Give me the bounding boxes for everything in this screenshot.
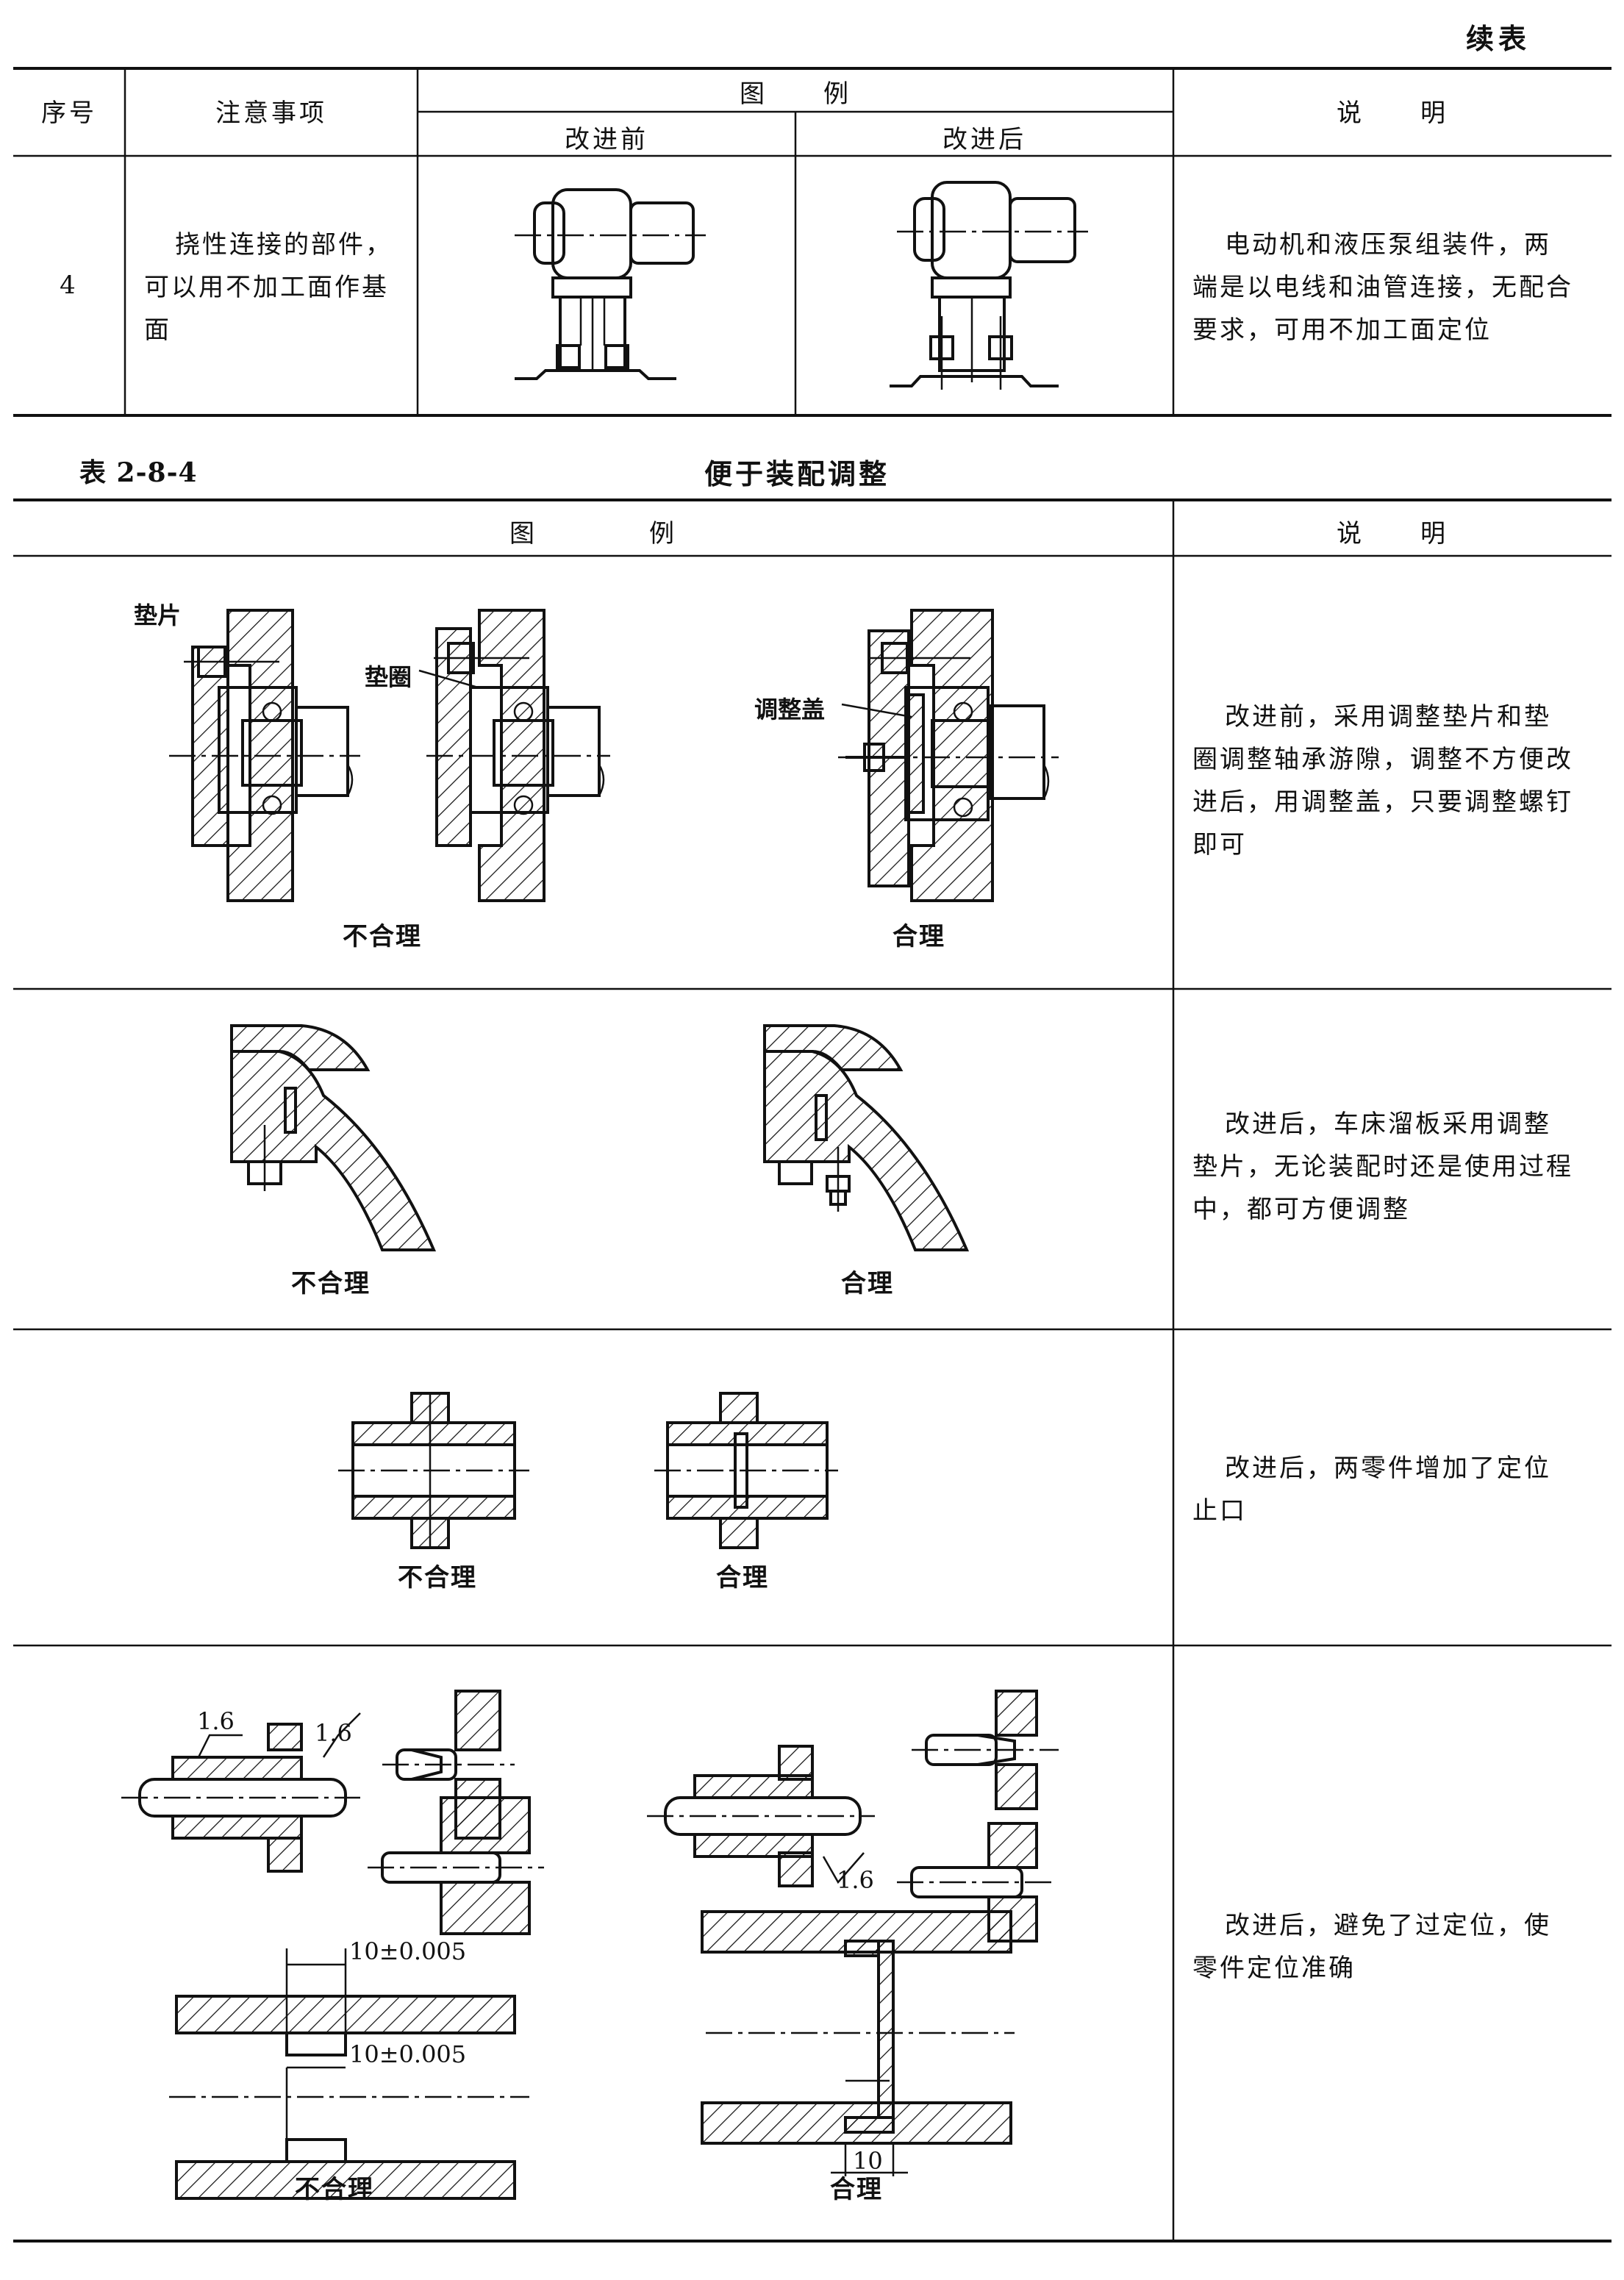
row2-good-caption: 合理 [841,1269,894,1298]
table1-header-after: 改进后 [942,125,1026,154]
row3-bad-caption: 不合理 [398,1563,477,1593]
bearing-shim-before-figure [169,609,360,902]
label-adjust-cover: 调整盖 [754,696,826,723]
table1-header-figure: 图 例 [740,79,851,109]
row4-good-caption: 合理 [830,2175,883,2204]
bearing-washer-before-figure [418,609,610,902]
coupling-before-figure [338,1392,529,1549]
sleeve-after-figure: 10 [701,1910,1015,2176]
row3-good-caption: 合理 [716,1563,769,1593]
motor-pump-before-figure [515,188,706,380]
table2-header-explain: 说 明 [1337,519,1448,548]
table2-grid [13,498,1612,2243]
shaft-hub-before-figure: 1.6 1.6 [121,1707,361,1873]
lathe-carriage-after-figure [763,1024,970,1251]
roughness-label-2: 1.6 [315,1719,352,1747]
row1-bad-caption: 不合理 [343,922,422,951]
bearing-cover-after-figure [838,609,1059,902]
lathe-carriage-before-figure [230,1024,437,1251]
coupling-after-figure [654,1392,838,1549]
tolerance-label-2: 10±0.005 [349,2040,466,2068]
motor-pump-after-figure [890,181,1088,390]
roughness-label-1: 1.6 [197,1707,235,1735]
row4-explain: 改进后，避免了过定位，使零件定位准确 [1192,1911,1551,1983]
table1-header-before: 改进前 [565,125,648,154]
row1-good-caption: 合理 [893,922,945,951]
shaft-hub-after-figure: 1.6 [647,1745,875,1894]
pin-hole-before-figures [368,1690,544,1935]
row2-bad-caption: 不合理 [291,1269,371,1298]
label-washer: 垫圈 [365,663,412,691]
length-label: 10 [853,2147,883,2175]
row4-bad-caption: 不合理 [295,2175,374,2204]
table1-grid [13,67,1612,417]
row2-explain: 改进后，车床溜板采用调整垫片，无论装配时还是使用过程中，都可方便调整 [1192,1109,1573,1224]
table2-number: 表 2-8-4 [79,457,198,488]
roughness-label-3: 1.6 [837,1866,874,1894]
continued-label: 续表 [1466,22,1531,55]
row3-explain: 改进后，两零件增加了定位止口 [1192,1454,1551,1526]
table1-row-no: 4 [60,271,79,300]
sleeve-before-figure: 10±0.005 10±0.005 [169,1937,529,2200]
table1-header-no: 序号 [41,99,97,128]
label-shim: 垫片 [134,601,182,629]
table2-header-figure: 图 例 [509,519,677,548]
tolerance-label-1: 10±0.005 [349,1937,466,1965]
table1-header-explain: 说 明 [1337,99,1448,128]
table2-title: 便于装配调整 [704,457,890,490]
table1-row-explain: 电动机和液压泵组装件，两端是以电线和油管连接，无配合要求，可用不加工面定位 [1192,230,1573,345]
table1-header-note: 注意事项 [215,99,327,128]
row1-explain: 改进前，采用调整垫片和垫圈调整轴承游隙，调整不方便改进后，用调整盖，只要调整螺钉… [1192,702,1573,860]
table1-row-note: 挠性连接的部件，可以用不加工面作基面 [144,230,393,345]
pin-hole-after-figures [897,1690,1059,1943]
